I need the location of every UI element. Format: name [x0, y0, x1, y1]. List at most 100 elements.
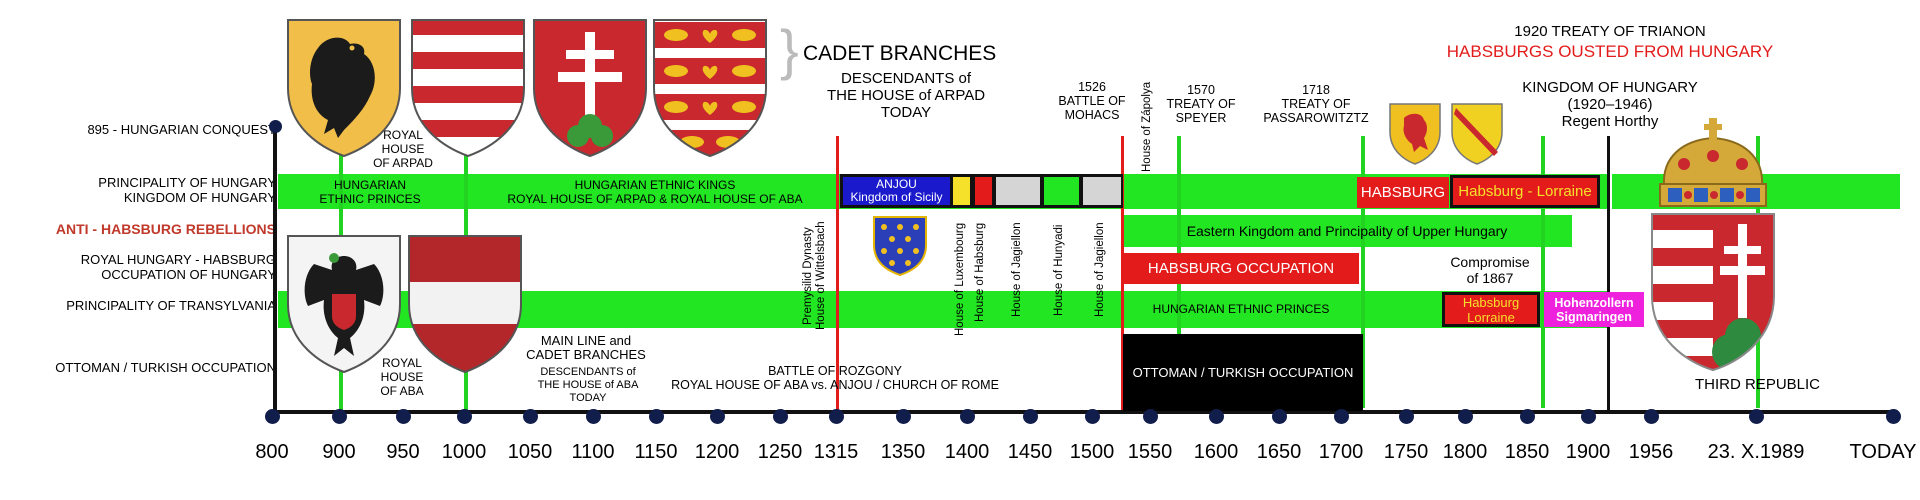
- axis-tick: [1644, 409, 1659, 424]
- third-republic-label: THIRD REPUBLIC: [1694, 376, 1821, 393]
- zapolya-text: House of Zápolya: [1141, 81, 1153, 172]
- premysl-1: Premysilid Dynasty: [802, 227, 814, 325]
- rozgony-2: ROYAL HOUSE OF ABA vs. ANJOU / CHURCH OF…: [671, 378, 999, 392]
- axis-tick: [1749, 409, 1764, 424]
- aba-red-white-shield-icon: [408, 235, 522, 374]
- rozgony-label: BATTLE OF ROZGONY ROYAL HOUSE OF ABA vs.…: [660, 364, 1010, 392]
- eagle-shield-icon: [287, 19, 401, 158]
- lions-hearts-shield-icon: [653, 19, 767, 158]
- passa-2: TREATY OF: [1281, 97, 1351, 111]
- lorraine-shield-icon: [1451, 103, 1503, 165]
- line-1867: [1541, 136, 1545, 408]
- royal-arpad-1: ROYAL: [383, 128, 423, 142]
- hohenzollern-2: Sigmaringen: [1556, 309, 1632, 324]
- axis-tick: [1886, 409, 1901, 424]
- ethnic-kings-2: ROYAL HOUSE OF ARPAD & ROYAL HOUSE OF AB…: [507, 192, 803, 206]
- axis-tick-label: 1150: [634, 441, 678, 463]
- koh-3: Regent Horthy: [1561, 113, 1659, 130]
- mohacs-1: 1526: [1078, 80, 1106, 94]
- axis-tick-label: 1900: [1565, 441, 1611, 463]
- habsburg-occupation-box: HABSBURG OCCUPATION: [1123, 253, 1359, 284]
- habsburg-lorraine-2-2: Lorraine: [1467, 309, 1515, 325]
- axis-tick-label: 1450: [1007, 441, 1053, 463]
- axis-tick-label: 1650: [1256, 441, 1302, 463]
- arpad-stripes-shield-icon: [411, 19, 525, 158]
- anjou-2: Kingdom of Sicily: [850, 190, 943, 204]
- arpad-desc-1: DESCENDANTS of: [840, 70, 972, 87]
- habsburg-lorraine-box: Habsburg - Lorraine: [1450, 175, 1600, 208]
- conquest-dot: [269, 120, 282, 133]
- royal-arpad-3: OF ARPAD: [373, 156, 433, 170]
- axis-tick-label: 900: [322, 441, 356, 463]
- mohacs-label: 1526 BATTLE OF MOHACS: [1048, 80, 1136, 122]
- row-label-principality: PRINCIPALITY OF HUNGARY KINGDOM OF HUNGA…: [98, 175, 276, 205]
- axis-tick-label: 800: [255, 441, 289, 463]
- speyer-1: 1570: [1187, 83, 1215, 97]
- axis-tick-label: 1600: [1193, 441, 1239, 463]
- anjou-box: ANJOU Kingdom of Sicily: [843, 177, 950, 205]
- premysl-2: House of Wittelsbach: [815, 221, 827, 331]
- arpad-desc-3: TODAY: [880, 104, 932, 121]
- axis-tick: [710, 409, 725, 424]
- axis-tick: [1143, 409, 1158, 424]
- band-eastern-kingdom: [1122, 215, 1572, 247]
- axis-tick-label: 950: [386, 441, 420, 463]
- hohenzollern-1: Hohenzollern: [1554, 295, 1634, 310]
- desc-aba-1: DESCENDANTS of: [540, 366, 636, 378]
- habsburg-box: [975, 177, 992, 205]
- desc-aba-2: THE HOUSE of ABA: [537, 379, 639, 391]
- axis-tick-label: 1400: [944, 441, 990, 463]
- royal-aba-2: HOUSE: [380, 370, 424, 384]
- premysl-label: Premysilid Dynasty House of Wittelsbach: [802, 216, 828, 336]
- axis-tick: [829, 409, 844, 424]
- line-1718: [1361, 136, 1365, 408]
- rozgony-1: BATTLE OF ROZGONY: [768, 364, 902, 378]
- trianon-label: 1920 TREATY OF TRIANON HABSBURGS OUSTED …: [1420, 22, 1800, 62]
- axis-tick-label: 1100: [571, 441, 615, 463]
- luxembourg-label: House of Luxembourg: [954, 215, 967, 343]
- axis-tick: [1581, 409, 1596, 424]
- royal-aba-3: OF ABA: [380, 384, 424, 398]
- anjou-1: ANJOU: [876, 177, 917, 191]
- row-label-transylvania: PRINCIPALITY OF TRANSYLVANIA: [66, 298, 276, 313]
- trianon-2: HABSBURGS OUSTED FROM HUNGARY: [1446, 42, 1774, 61]
- axis-tick-label: 1250: [757, 441, 803, 463]
- ethnic-princes-label: HUNGARIAN ETHNIC PRINCES: [310, 178, 430, 206]
- jagiellon-label-1: House of Jagiellon: [1011, 215, 1024, 325]
- speyer-3: SPEYER: [1175, 111, 1227, 125]
- double-cross-shield-icon: [533, 19, 647, 158]
- axis-tick-label: 1350: [880, 441, 926, 463]
- axis-tick-label: 1550: [1127, 441, 1173, 463]
- passarowitz-label: 1718 TREATY OF PASSAROWITZTZ: [1256, 83, 1376, 125]
- hohenzollern-box: Hohenzollern Sigmaringen: [1544, 292, 1644, 327]
- passa-3: PASSAROWITZTZ: [1263, 111, 1369, 125]
- row-label-royal-1: ROYAL HUNGARY - HABSBURG: [80, 252, 276, 267]
- passa-1: 1718: [1302, 83, 1330, 97]
- axis-tick-label: 1500: [1069, 441, 1115, 463]
- ottoman-occupation-box: OTTOMAN / TURKISH OCCUPATION: [1123, 334, 1363, 411]
- cadet-branches-brace: }: [780, 18, 799, 81]
- axis-tick: [773, 409, 788, 424]
- jagiellon-1-text: House of Jagiellon: [1011, 222, 1023, 318]
- axis-tick: [1334, 409, 1349, 424]
- row-label-anti-habsburg: ANTI - HABSBURG REBELLIONS: [55, 221, 276, 237]
- aba-eagle-shield-icon: [287, 235, 401, 374]
- axis-tick-label: 1750: [1383, 441, 1429, 463]
- axis-tick: [1023, 409, 1038, 424]
- zapolya-label: House of Zápolya: [1141, 81, 1154, 172]
- axis-tick: [1209, 409, 1224, 424]
- speyer-2: TREATY OF: [1166, 97, 1236, 111]
- main-line-label: MAIN LINE and CADET BRANCHES: [516, 334, 656, 362]
- axis-tick: [586, 409, 601, 424]
- holy-crown-icon: [1659, 118, 1767, 207]
- axis-tick-label: 1000: [441, 441, 487, 463]
- habsburg-vertical-text: House of Habsburg: [974, 222, 986, 323]
- line-1920: [1607, 136, 1610, 412]
- jagiellon-box-1: [996, 177, 1040, 205]
- royal-aba-1: ROYAL: [382, 356, 422, 370]
- axis-tick-label: 1800: [1442, 441, 1488, 463]
- axis-tick-label: 1956: [1628, 441, 1674, 463]
- axis-tick-label: TODAY: [1849, 441, 1917, 463]
- hungarian-ethnic-princes-label: HUNGARIAN ETHNIC PRINCES: [1152, 302, 1330, 316]
- axis-tick-label: 1200: [694, 441, 740, 463]
